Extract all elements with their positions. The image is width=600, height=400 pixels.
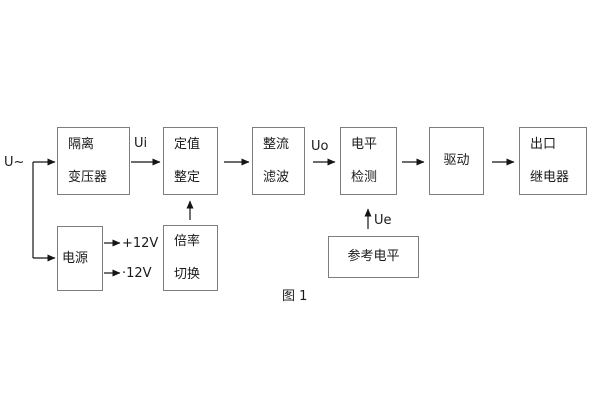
- label-rail-negative: ·12V: [122, 266, 152, 281]
- label-ui: Ui: [134, 136, 148, 151]
- block-setting: 定值 整定: [163, 127, 218, 195]
- block-label-line: 检测: [351, 169, 378, 185]
- label-ue: Ue: [374, 213, 392, 228]
- label-uo: Uo: [311, 139, 329, 154]
- block-label-line: 整流: [263, 136, 290, 152]
- block-ratio-switch: 倍率 切换: [163, 225, 218, 291]
- block-label-line: 电平: [351, 136, 378, 152]
- block-label-line: 变压器: [68, 169, 108, 185]
- block-label-line: 隔离: [68, 136, 95, 152]
- block-label-line: 电源: [62, 250, 89, 266]
- block-power-supply: 电源: [57, 226, 103, 291]
- label-rail-positive: +12V: [122, 236, 159, 251]
- block-label-line: 出口: [530, 136, 557, 152]
- block-level-detection: 电平 检测: [340, 127, 397, 195]
- block-label-line: 驱动: [443, 153, 470, 168]
- block-label-line: 定值: [174, 136, 201, 152]
- block-label-line: 整定: [174, 169, 201, 185]
- block-label-line: 继电器: [530, 169, 570, 185]
- block-label-line: 参考电平: [347, 249, 400, 264]
- label-input-voltage: U~: [4, 155, 25, 170]
- block-rectifier-filter: 整流 滤波: [252, 127, 305, 195]
- block-output-relay: 出口 继电器: [519, 127, 587, 195]
- block-label-line: 滤波: [263, 169, 290, 185]
- figure-caption: 图 1: [282, 289, 308, 304]
- block-isolation-transformer: 隔离 变压器: [57, 127, 130, 195]
- block-label-line: 倍率: [174, 233, 201, 249]
- block-reference-level: 参考电平: [328, 236, 419, 278]
- block-label-line: 切换: [174, 266, 201, 282]
- block-drive: 驱动: [429, 127, 484, 195]
